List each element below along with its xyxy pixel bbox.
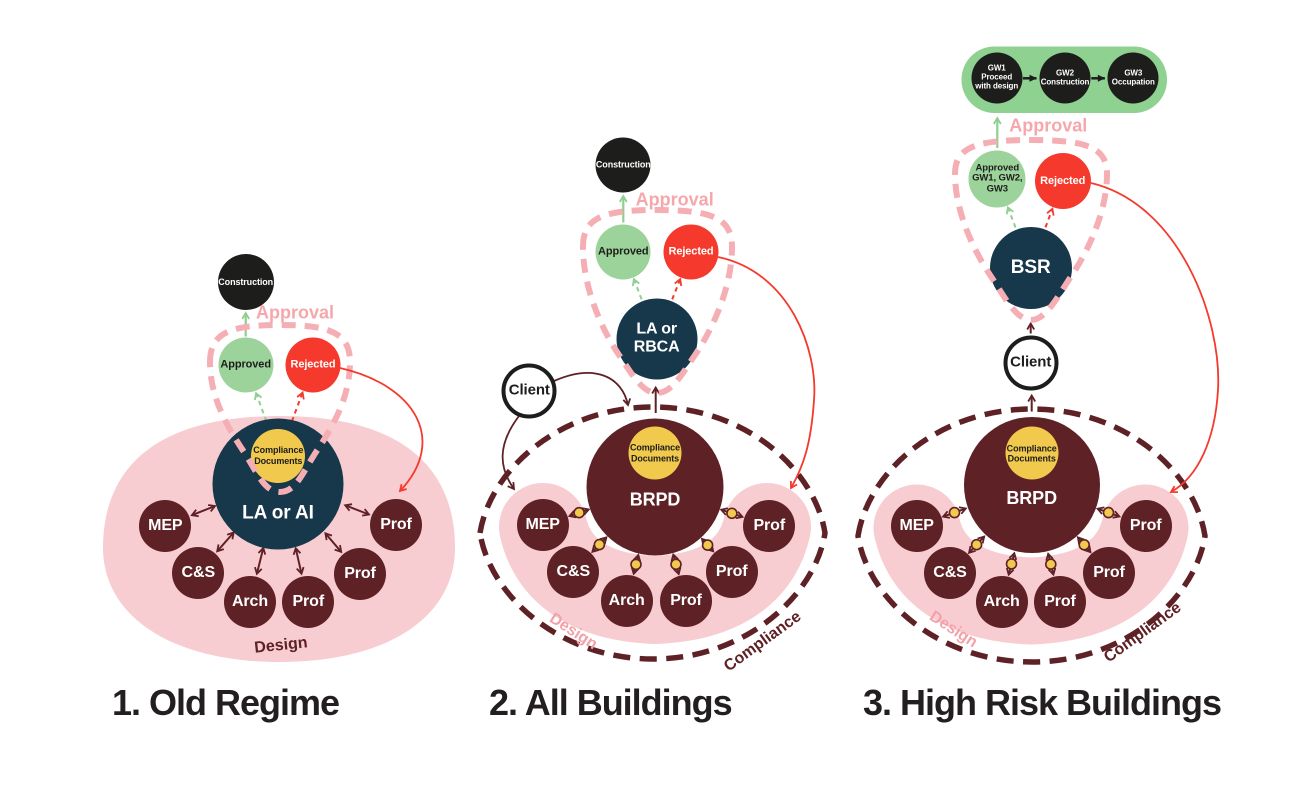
arrow-bsr-rejected-3 (1044, 207, 1055, 228)
title-old-regime: 1. Old Regime (112, 682, 340, 723)
arrow-arch-center-1 (254, 546, 267, 576)
satellite-prof3-2: Prof (743, 499, 796, 552)
node-construction-1: Construction (217, 253, 274, 310)
satellite-arch-1: Arch (224, 575, 276, 628)
arrow-bsr-approved-3 (1005, 205, 1017, 228)
node-client-2: Client (501, 363, 557, 418)
compliance-label-3: Compliance (1101, 599, 1185, 667)
arrow-cs-brpd-3 (967, 535, 986, 555)
satellite-arch-2: Arch (600, 575, 653, 627)
arrow-rbca-approved-2 (631, 277, 643, 300)
node-gw3: GW3 Occupation (1107, 52, 1159, 104)
node-la-or-rbca: LA or RBCA (616, 298, 698, 379)
arrow-rbca-rejected-2 (671, 277, 683, 300)
arrow-mep-brpd-3 (941, 506, 968, 519)
arrow-prof1-brpd-3 (1045, 552, 1057, 577)
arrow-prof2-center-1 (324, 531, 343, 554)
arrow-arch-brpd-3 (1005, 551, 1018, 577)
arrow-cs-center-1 (216, 531, 235, 553)
satellite-cs-1: C&S (172, 547, 225, 600)
satellite-prof2-2: Prof (705, 546, 758, 599)
arrow-rejected-redesign-1 (339, 367, 424, 493)
design-label-1: Design (253, 634, 309, 657)
arrow-arch-brpd-2 (630, 553, 642, 576)
arrow-prof2-brpd-2 (700, 537, 715, 553)
satellite-prof3-1: Prof (370, 499, 422, 551)
satellite-prof1-2: Prof (660, 575, 712, 627)
arrow-rejected-redesign-3 (1090, 182, 1220, 494)
node-rejected-1: Rejected (285, 337, 341, 393)
compliance-label-2: Compliance (721, 607, 805, 675)
satellite-mep-2: MEP (516, 499, 569, 551)
node-compliance-documents-3: Compliance Documents (1005, 426, 1059, 480)
satellite-prof1-3: Prof (1034, 575, 1086, 628)
satellite-mep-3: MEP (890, 500, 943, 552)
title-high-risk-buildings: 3. High Risk Buildings (863, 682, 1222, 723)
arrow-prof3-center-1 (343, 503, 371, 517)
design-label-2: Design (546, 609, 601, 653)
node-compliance-documents-2: Compliance Documents (628, 426, 682, 480)
design-label-3: Design (926, 607, 981, 652)
node-rejected-3: Rejected (1034, 152, 1091, 209)
node-approved-1: Approved (218, 337, 274, 393)
approval-label-3: Approval (1009, 115, 1088, 135)
node-rejected-2: Rejected (663, 224, 719, 280)
node-approved-3: Approved GW1, GW2, GW3 (968, 150, 1026, 208)
node-approved-2: Approved (595, 224, 651, 280)
approval-label-2: Approval (635, 189, 714, 210)
satellite-prof3-3: Prof (1119, 500, 1172, 552)
node-gw2: GW2 Construction (1039, 52, 1091, 104)
arrow-client-design-2 (501, 415, 520, 491)
satellite-prof2-1: Prof (334, 548, 386, 601)
arrow-prof1-center-1 (292, 546, 305, 576)
satellite-prof1-1: Prof (282, 575, 335, 628)
title-all-buildings: 2. All Buildings (489, 682, 733, 723)
arrow-prof1-brpd-2 (670, 552, 682, 576)
satellite-cs-2: C&S (547, 545, 600, 598)
satellite-prof2-3: Prof (1083, 547, 1135, 600)
node-compliance-documents-1: Compliance Documents (251, 428, 306, 483)
arrow-prof3-brpd-2 (719, 507, 745, 520)
arrow-client-brpd-2 (553, 372, 632, 407)
arrow-prof2-brpd-3 (1076, 536, 1092, 554)
node-bsr: BSR (989, 226, 1072, 309)
arrow-prof3-brpd-3 (1095, 506, 1122, 519)
approval-label-1: Approval (255, 302, 335, 323)
node-construction-2: Construction (595, 137, 651, 193)
satellite-mep-1: MEP (139, 499, 192, 552)
satellite-cs-3: C&S (924, 547, 976, 600)
arrow-mep-brpd-2 (567, 507, 591, 519)
node-client-3: Client (1003, 335, 1059, 391)
arrow-cs-brpd-2 (591, 536, 608, 554)
node-gw1: GW1 Proceed with design (971, 52, 1023, 104)
arrow-mep-center-1 (190, 504, 217, 518)
satellite-arch-3: Arch (975, 575, 1028, 628)
arrow-rejected-redesign-2 (717, 256, 816, 490)
